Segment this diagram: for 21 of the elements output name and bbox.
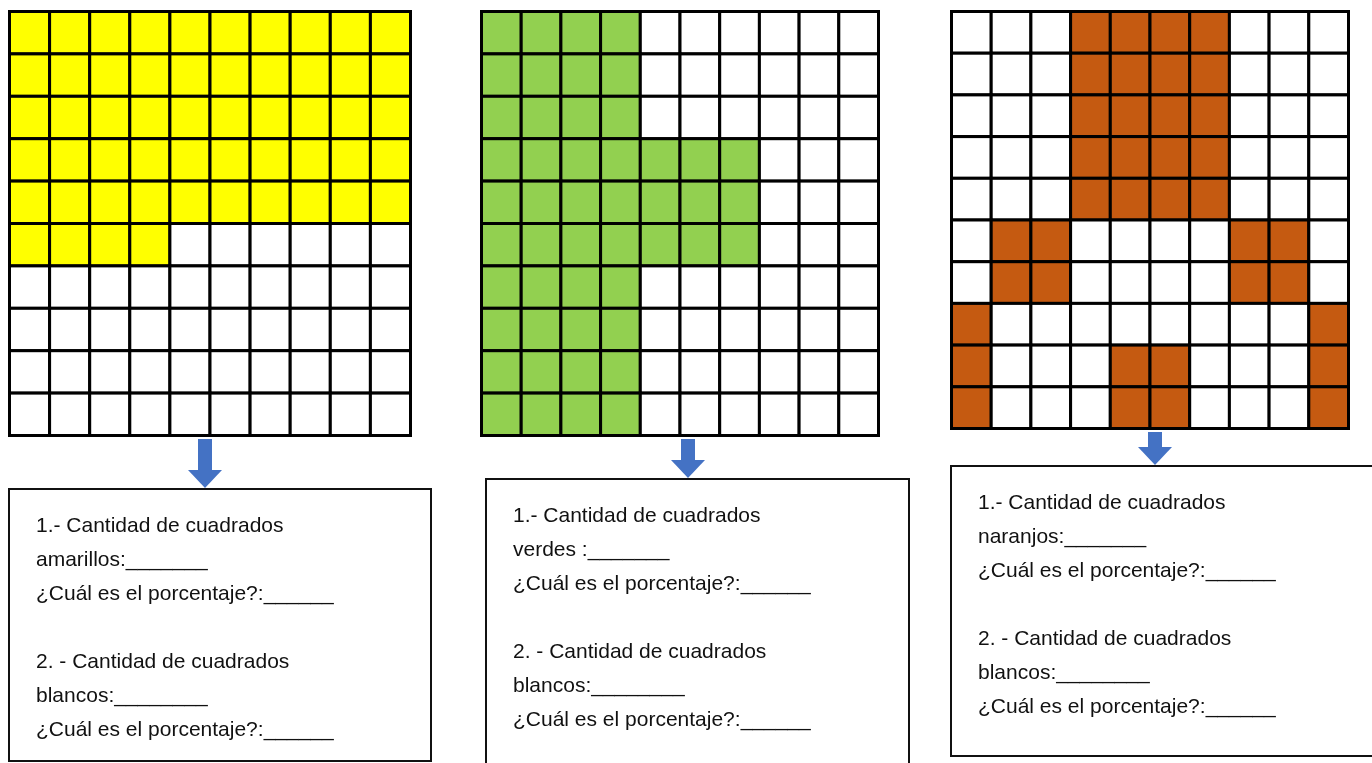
question-card bbox=[485, 478, 910, 763]
question-text: ¿Cuál es el porcentaje?:______ bbox=[36, 716, 335, 743]
question-card bbox=[950, 465, 1372, 757]
question-text: 2. - Cantidad de cuadrados blancos:________ bbox=[978, 625, 1233, 686]
square-grid-drawing bbox=[8, 10, 412, 437]
question-text: 2. - Cantidad de cuadrados blancos:________ bbox=[513, 638, 768, 699]
question-text: 1.- Cantidad de cuadrados naranjos:_______ bbox=[978, 489, 1227, 550]
question-text: ¿Cuál es el porcentaje?:______ bbox=[36, 580, 335, 607]
down-arrow bbox=[671, 439, 705, 478]
square-grid-drawing bbox=[950, 10, 1350, 430]
question-text: ¿Cuál es el porcentaje?:______ bbox=[978, 693, 1277, 720]
question-text: 1.- Cantidad de cuadrados verdes :_______ bbox=[513, 502, 762, 563]
question-text: ¿Cuál es el porcentaje?:______ bbox=[513, 570, 812, 597]
square-grid-drawing bbox=[480, 10, 880, 437]
down-arrow bbox=[1138, 432, 1172, 465]
question-text: ¿Cuál es el porcentaje?:______ bbox=[513, 706, 812, 733]
question-text: 2. - Cantidad de cuadrados blancos:________ bbox=[36, 648, 291, 709]
question-text: 1.- Cantidad de cuadrados amarillos:_______ bbox=[36, 512, 285, 573]
question-text: ¿Cuál es el porcentaje?:______ bbox=[978, 557, 1277, 584]
question-card bbox=[8, 488, 432, 762]
down-arrow bbox=[188, 439, 222, 488]
